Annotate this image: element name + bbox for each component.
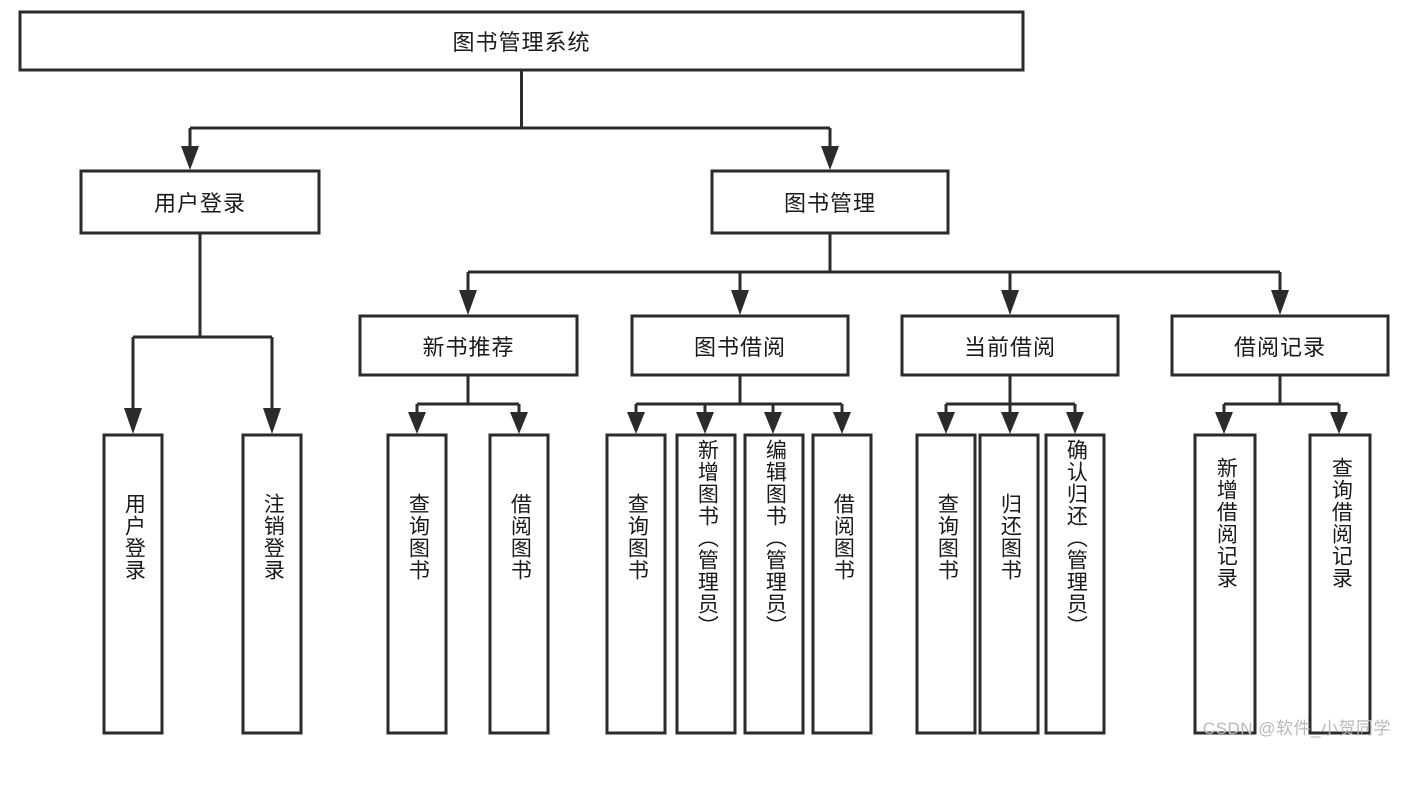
arrowhead-current-borrow: [1001, 290, 1019, 315]
arrowhead-leaf-query-book-1: [408, 412, 426, 434]
node-new-book-recommend-box[interactable]: [358, 314, 579, 377]
arrowhead-borrow-record: [1271, 290, 1289, 315]
node-leaf-borrow-book-2-box[interactable]: [811, 433, 873, 735]
node-book-management-box[interactable]: [710, 169, 950, 235]
node-user-login-box[interactable]: [79, 169, 321, 235]
arrowhead-leaf-query-book-2: [627, 412, 645, 434]
csdn-watermark: CSDN @软件_小贺同学: [1202, 719, 1391, 738]
arrowhead-leaf-add-record: [1215, 412, 1233, 434]
node-borrow-record-box[interactable]: [1170, 314, 1390, 377]
node-leaf-query-record-box[interactable]: [1308, 433, 1372, 735]
node-leaf-add-book-box[interactable]: [675, 433, 737, 735]
node-root-box[interactable]: [18, 10, 1025, 72]
arrowhead-new-book-recommend: [459, 290, 477, 315]
arrowhead-user-login: [181, 146, 199, 170]
arrowhead-leaf-confirm-return: [1066, 412, 1084, 434]
arrowhead-leaf-return-book: [1001, 412, 1019, 434]
node-leaf-query-book-1-box[interactable]: [386, 433, 448, 735]
arrowhead-book-management: [821, 146, 839, 170]
arrowhead-leaf-borrow-book-1: [510, 412, 528, 434]
node-leaf-borrow-book-1-box[interactable]: [488, 433, 550, 735]
node-book-borrow-box[interactable]: [630, 314, 850, 377]
arrowhead-leaf-query-book-3: [937, 412, 955, 434]
arrowhead-leaf-logout-login: [263, 408, 281, 434]
node-current-borrow-box[interactable]: [900, 314, 1120, 377]
arrowhead-leaf-user-login: [124, 408, 142, 434]
arrowhead-leaf-add-book: [696, 412, 714, 434]
node-leaf-query-book-3-box[interactable]: [915, 433, 977, 735]
arrowhead-leaf-borrow-book-2: [833, 412, 851, 434]
node-leaf-add-record-box[interactable]: [1193, 433, 1257, 735]
node-leaf-confirm-return-box[interactable]: [1044, 433, 1106, 735]
arrowhead-leaf-query-record: [1330, 412, 1348, 434]
node-leaf-return-book-box[interactable]: [978, 433, 1040, 735]
node-leaf-edit-book-box[interactable]: [743, 433, 805, 735]
arrowhead-book-borrow: [731, 290, 749, 315]
node-leaf-query-book-2-box[interactable]: [605, 433, 667, 735]
node-leaf-user-login-box[interactable]: [102, 433, 164, 735]
flowchart-svg: [18, 10, 1390, 735]
arrowhead-leaf-edit-book: [764, 412, 782, 434]
diagram-canvas: 图书管理系统 用户登录 图书管理 新书推荐 图书借阅 当前借阅 借阅记录 用户登…: [18, 10, 1391, 738]
node-leaf-logout-login-box[interactable]: [241, 433, 303, 735]
